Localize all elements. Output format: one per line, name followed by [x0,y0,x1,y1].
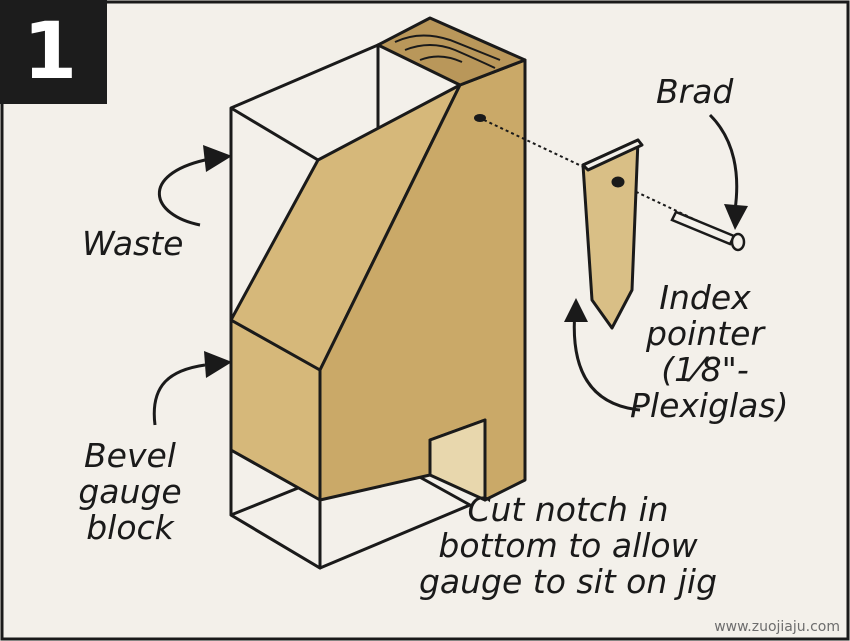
index-pointer [581,138,644,330]
label-waste: Waste [82,224,184,263]
end-grain [394,34,501,69]
label-index-pointer: Index pointer (1⁄8"- Plexiglas) [630,278,789,425]
label-cut-notch-line-1: Cut notch in [467,490,669,529]
brad-arrow [708,113,739,211]
callout-arrows [152,113,739,426]
bevel-gauge-block [229,16,527,502]
label-bevel-line-3: block [86,508,174,547]
label-bevel-line-1: Bevel [84,436,176,475]
pointer-arrow [572,309,641,412]
step-number: 1 [22,7,78,97]
bevel-arrow [152,363,206,426]
label-brad: Brad [656,72,734,111]
label-index-pointer-line-1: Index [659,278,751,317]
step-badge: 1 [0,0,107,104]
label-index-pointer-line-3: (1⁄8"- [661,350,749,389]
label-cut-notch-line-2: bottom to allow [438,526,698,565]
arrowheads [203,145,748,378]
alignment-line [483,119,701,223]
watermark: www.zuojiaju.com [714,619,840,635]
label-cut-notch: Cut notch in bottom to allow gauge to si… [408,492,728,600]
label-cut-notch-line-3: gauge to sit on jig [418,562,718,601]
brad-nail [670,210,746,252]
label-index-pointer-line-4: Plexiglas) [630,386,789,425]
label-index-pointer-line-2: pointer [645,314,765,353]
label-bevel-gauge-block: Bevel gauge block [70,438,190,546]
waste-arrow [157,158,206,227]
waste-edges [229,106,322,568]
pivot-hole [474,114,486,122]
label-bevel-line-2: gauge [78,472,182,511]
